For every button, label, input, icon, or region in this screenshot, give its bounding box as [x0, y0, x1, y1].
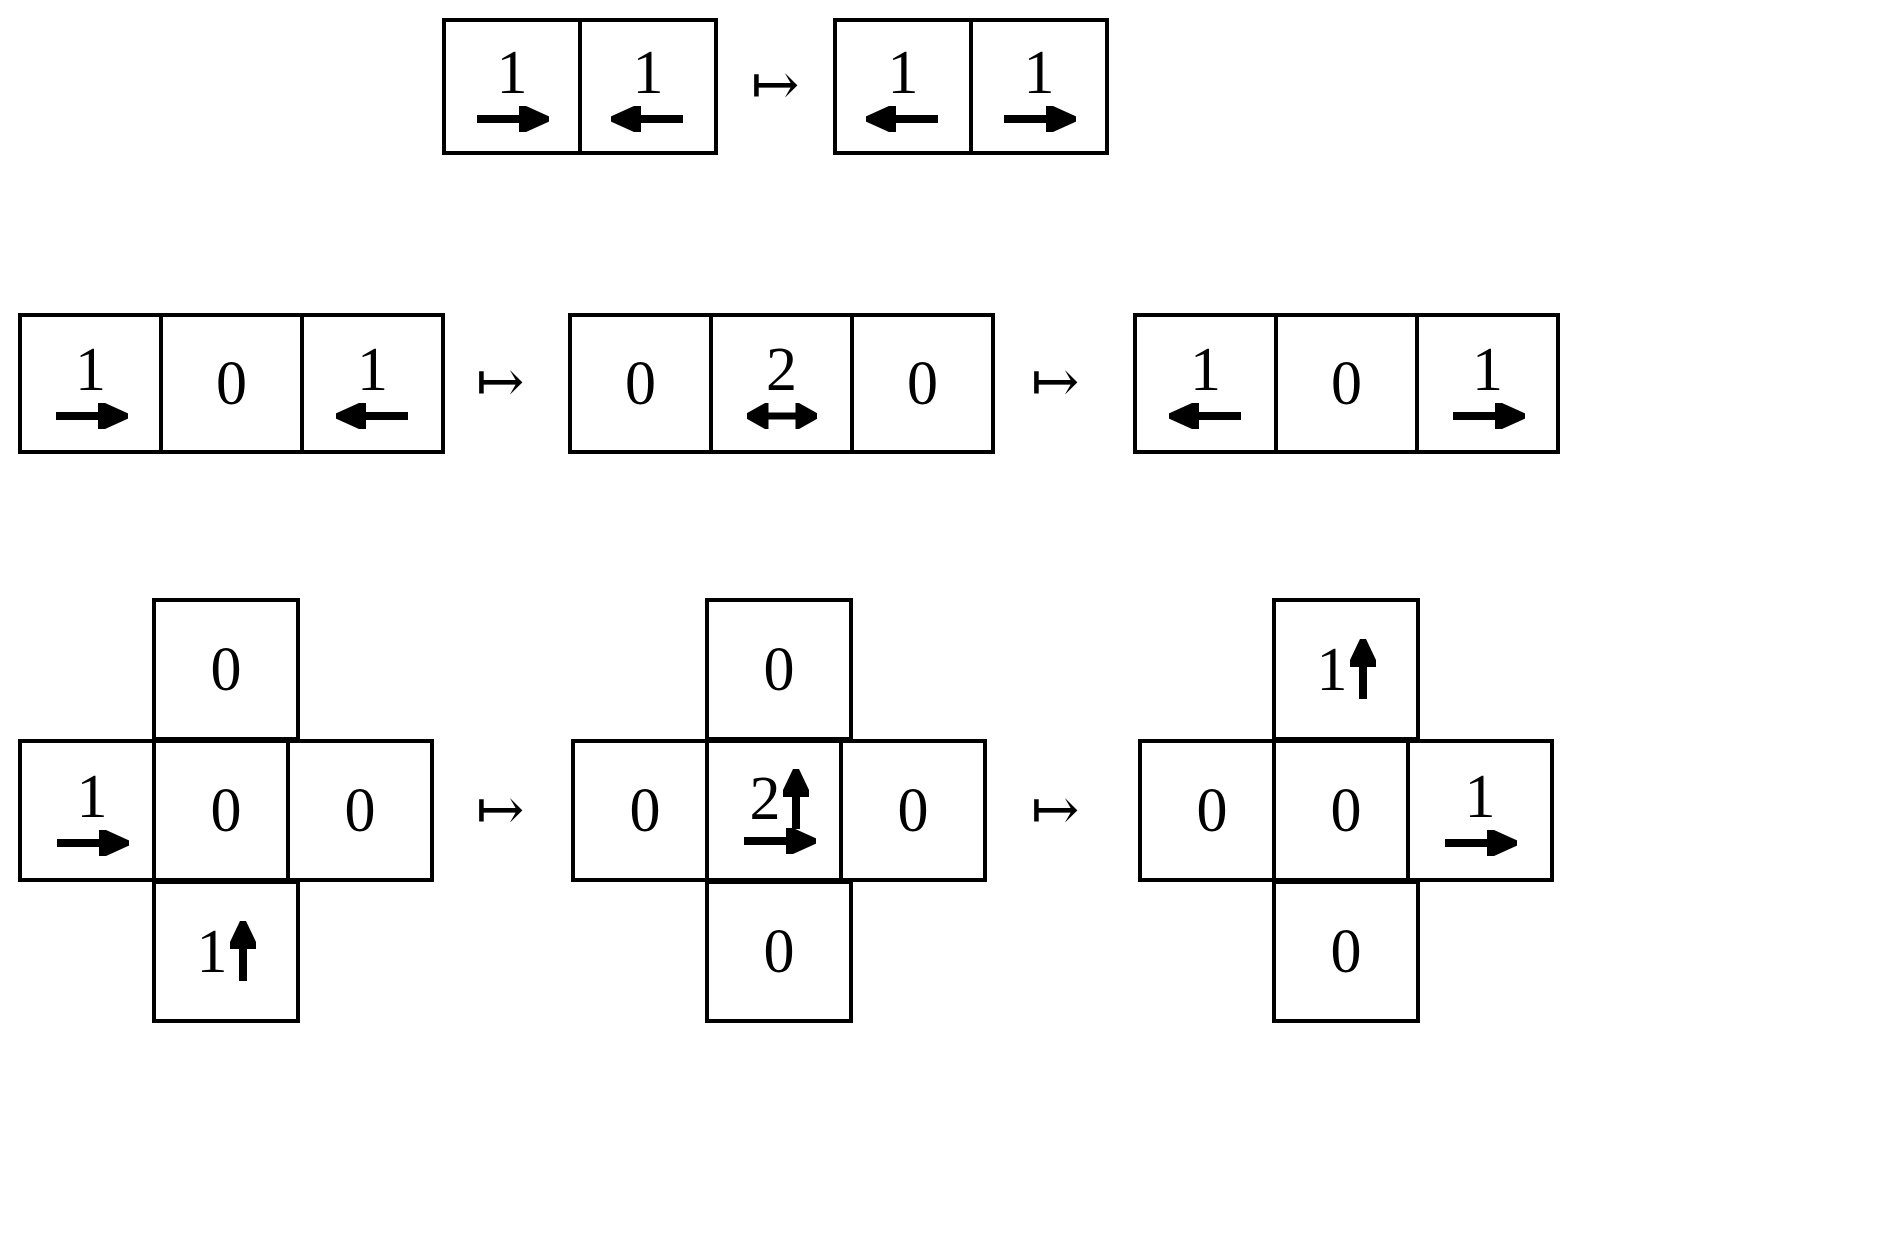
- arrow-right-icon: [1445, 829, 1517, 856]
- cell-value: 0: [763, 917, 795, 986]
- cell-value: 1: [632, 38, 664, 107]
- row3-panel3-cell-left: 0: [1138, 739, 1286, 882]
- arrow-right-icon: [1452, 402, 1525, 429]
- arrow-left-right-icon: [746, 402, 817, 429]
- arrow-right-icon: [55, 402, 128, 429]
- mapsto-row3-1: ↦: [475, 777, 525, 842]
- row2-panel2-cell-1: 0: [568, 313, 713, 454]
- cell-value: 0: [1330, 917, 1362, 986]
- row3-panel1-cell-top: 0: [152, 598, 300, 741]
- mapsto-row1-1: ↦: [750, 52, 800, 117]
- row3-panel3-cell-bottom: 0: [1272, 880, 1420, 1023]
- cell-value: 1: [1472, 335, 1503, 404]
- cell-value: 1: [1023, 38, 1055, 107]
- cell-value: 2: [766, 335, 797, 404]
- cell-value: 0: [210, 776, 242, 845]
- cell-value: 0: [1331, 349, 1362, 418]
- cell-value: 0: [1330, 776, 1362, 845]
- cell-value: 2: [749, 764, 781, 833]
- mapsto-row3-2: ↦: [1030, 777, 1080, 842]
- cell-value: 1: [76, 762, 108, 831]
- arrow-right-icon: [477, 105, 549, 132]
- arrow-left-icon: [866, 105, 938, 132]
- row1-panel1-cell-2: 1: [578, 18, 718, 155]
- row3-panel2-cell-right: 0: [839, 739, 987, 882]
- row2-panel1-cell-3: 1: [300, 313, 445, 454]
- cell-value: 0: [897, 776, 929, 845]
- row3-panel3-cell-right: 1: [1406, 739, 1554, 882]
- arrow-up-icon: [1349, 638, 1376, 699]
- cell-value: 1: [496, 38, 528, 107]
- cell-value: 1: [1464, 762, 1496, 831]
- cell-value: 0: [763, 635, 795, 704]
- row3-panel2-cell-top: 0: [705, 598, 853, 741]
- row2-panel2-cell-3: 0: [850, 313, 995, 454]
- row3-panel2-cell-left: 0: [571, 739, 719, 882]
- cell-value: 0: [625, 349, 656, 418]
- arrow-right-icon: [57, 829, 129, 856]
- row3-panel1-cell-center: 0: [152, 739, 300, 882]
- cell-value: 1: [887, 38, 919, 107]
- row2-panel3-cell-2: 0: [1274, 313, 1419, 454]
- row3-panel2-cell-bottom: 0: [705, 880, 853, 1023]
- row3-panel1-cell-left: 1: [18, 739, 166, 882]
- cell-value: 1: [1316, 635, 1348, 704]
- arrow-up-icon: [229, 920, 256, 981]
- row1-panel2-cell-2: 1: [969, 18, 1109, 155]
- row3-panel1-cell-right: 0: [286, 739, 434, 882]
- mapsto-row2-2: ↦: [1030, 349, 1080, 414]
- cell-value: 0: [1196, 776, 1228, 845]
- row1-panel1-cell-1: 1: [442, 18, 582, 155]
- row2-panel3-cell-3: 1: [1415, 313, 1560, 454]
- row2-panel1-cell-1: 1: [18, 313, 163, 454]
- cell-value: 1: [357, 335, 388, 404]
- row3-panel3-cell-top: 1: [1272, 598, 1420, 741]
- arrow-left-icon: [335, 402, 408, 429]
- row3-panel3-cell-center: 0: [1272, 739, 1420, 882]
- row3-panel2-cell-center: 2: [705, 739, 853, 882]
- arrow-right-icon: [1004, 105, 1076, 132]
- cell-value: 1: [1190, 335, 1221, 404]
- row1-panel2-cell-1: 1: [833, 18, 973, 155]
- cell-value: 1: [196, 917, 228, 986]
- arrow-left-icon: [1168, 402, 1241, 429]
- arrow-left-icon: [611, 105, 683, 132]
- row3-panel1-cell-bottom: 1: [152, 880, 300, 1023]
- cell-value: 0: [907, 349, 938, 418]
- row2-panel1-cell-2: 0: [159, 313, 304, 454]
- arrow-right-icon: [744, 827, 816, 854]
- cell-value: 1: [75, 335, 106, 404]
- row2-panel2-cell-2: 2: [709, 313, 854, 454]
- mapsto-row2-1: ↦: [475, 349, 525, 414]
- cell-value: 0: [210, 635, 242, 704]
- cell-value: 0: [344, 776, 376, 845]
- row2-panel3-cell-1: 1: [1133, 313, 1278, 454]
- cell-value: 0: [216, 349, 247, 418]
- arrow-up-icon: [782, 768, 809, 829]
- cell-value: 0: [629, 776, 661, 845]
